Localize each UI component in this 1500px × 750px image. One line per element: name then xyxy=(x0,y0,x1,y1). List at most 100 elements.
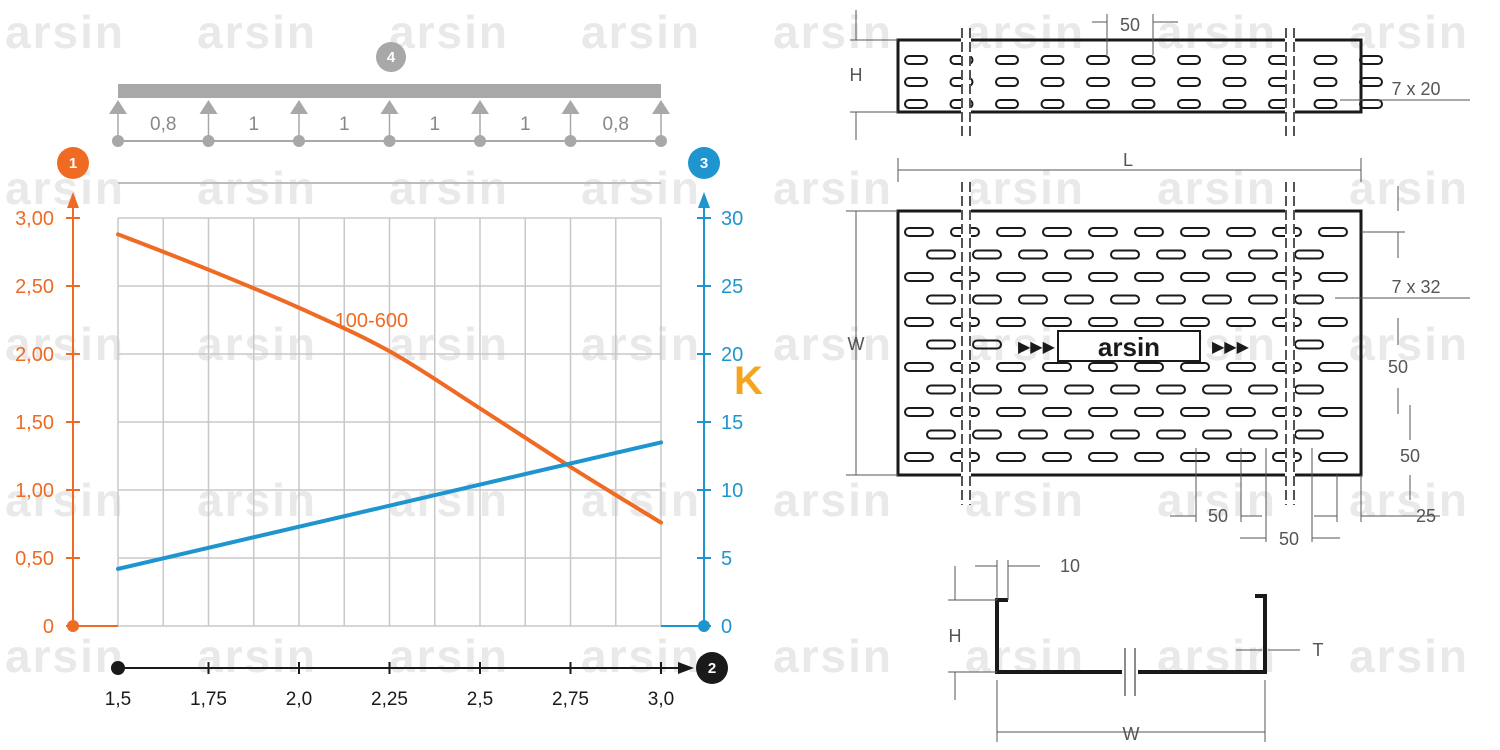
plan-slot xyxy=(1294,384,1324,395)
span-label: 0,8 xyxy=(150,114,176,135)
plan-slot xyxy=(1088,407,1118,417)
plan-slot xyxy=(1318,272,1348,282)
plan-slot xyxy=(996,317,1026,327)
y-left-axis-arrow xyxy=(67,192,79,208)
watermark-text: arsin xyxy=(1157,162,1277,214)
plan-slot xyxy=(1318,362,1348,372)
plan-slot xyxy=(996,227,1026,237)
span-label: 1 xyxy=(520,114,531,135)
side-slot xyxy=(904,99,928,109)
side-slot xyxy=(1359,77,1383,87)
section-height-label: H xyxy=(949,626,962,646)
side-slot xyxy=(1177,55,1201,65)
side-slot xyxy=(1086,77,1110,87)
watermark-text: arsin xyxy=(773,6,893,58)
plan-slot xyxy=(1110,249,1140,260)
section-lip-label: 10 xyxy=(1060,556,1080,576)
plan-slot xyxy=(1226,227,1256,237)
watermark-text: arsin xyxy=(197,6,317,58)
watermark-text: arsin xyxy=(5,318,125,370)
plan-slot xyxy=(1294,249,1324,260)
plan-slot xyxy=(1318,452,1348,462)
plan-slot xyxy=(972,384,1002,395)
side-slot xyxy=(1313,99,1338,109)
break-gap xyxy=(1285,28,1295,140)
watermark-text: arsin xyxy=(5,630,125,682)
watermark-text: arsin xyxy=(5,474,125,526)
break-gap xyxy=(1285,182,1295,505)
plan-arrows-left: ▶▶▶ xyxy=(1018,337,1056,356)
support-dot xyxy=(383,135,396,147)
x-tick-label: 2,25 xyxy=(371,689,408,710)
side-slot xyxy=(1313,55,1338,65)
support-triangle xyxy=(380,100,399,114)
plan-slot xyxy=(1180,317,1210,327)
plan-width-label: W xyxy=(848,334,865,354)
side-slot xyxy=(1040,55,1065,65)
x-tick-label: 2,5 xyxy=(467,689,493,710)
cable-tray-drawings: 50 H 7 x 20 L xyxy=(846,10,1470,744)
support-triangle xyxy=(109,100,127,114)
plan-slot xyxy=(996,272,1026,282)
x-tick-label: 2,0 xyxy=(286,689,312,710)
plan-right-dim-1: 50 xyxy=(1388,357,1408,377)
badge-span-label: 4 xyxy=(387,49,396,66)
plan-slot xyxy=(1134,317,1164,327)
watermark-text: arsin xyxy=(1157,6,1277,58)
plan-slot xyxy=(1226,362,1256,372)
plan-slot xyxy=(1318,407,1348,417)
side-view-slots xyxy=(904,55,1383,109)
stray-mark: K xyxy=(734,359,763,403)
plan-slot xyxy=(1156,384,1186,395)
span-label: 1 xyxy=(429,114,440,135)
plan-slot xyxy=(904,452,934,462)
side-slot xyxy=(1222,55,1247,65)
watermark-text: arsin xyxy=(965,162,1085,214)
plan-slot xyxy=(926,429,956,440)
side-view-breaks xyxy=(961,28,1295,140)
support-dot xyxy=(112,135,124,147)
watermark-text: arsin xyxy=(773,318,893,370)
watermark-text: arsin xyxy=(773,630,893,682)
watermark-text: arsin xyxy=(965,6,1085,58)
plan-slot xyxy=(904,407,934,417)
watermark-text: arsin xyxy=(5,6,125,58)
y-right-tick-label: 20 xyxy=(721,344,743,366)
watermark-text: arsin xyxy=(1157,630,1277,682)
side-slot xyxy=(1313,77,1338,87)
y-left-tick-label: 3,00 xyxy=(15,208,54,230)
side-slot xyxy=(1086,99,1110,109)
side-slot xyxy=(1040,99,1065,109)
plan-slot xyxy=(904,272,934,282)
y-right-tick-label: 5 xyxy=(721,548,732,570)
watermark-text: arsin xyxy=(581,162,701,214)
y-left-tick-label: 2,50 xyxy=(15,276,54,298)
support-dot xyxy=(293,135,305,147)
plan-slot xyxy=(1064,294,1094,305)
plan-slot xyxy=(1248,384,1278,395)
plan-slot xyxy=(1018,429,1048,440)
x-tick-label: 3,0 xyxy=(648,689,674,710)
y-left-tick-label: 1,50 xyxy=(15,412,54,434)
plan-logo-box xyxy=(1057,330,1201,362)
side-dim-top-label: 50 xyxy=(1120,15,1140,35)
watermark-text: arsin xyxy=(1349,162,1469,214)
side-slot xyxy=(1222,77,1247,87)
watermark-text: arsin xyxy=(581,474,701,526)
plan-slot xyxy=(1042,362,1072,372)
plan-slot xyxy=(1088,227,1118,237)
side-slot xyxy=(1040,77,1065,87)
plan-slot xyxy=(1318,227,1348,237)
watermark-text: arsin xyxy=(1349,630,1469,682)
plan-slot xyxy=(1064,384,1094,395)
plan-slot xyxy=(1156,294,1186,305)
support-dot xyxy=(655,135,667,147)
break-gap xyxy=(961,182,971,505)
plan-slot xyxy=(1018,294,1048,305)
plan-slot xyxy=(1202,249,1232,260)
support-dot xyxy=(202,135,215,147)
plan-slot xyxy=(904,227,934,237)
